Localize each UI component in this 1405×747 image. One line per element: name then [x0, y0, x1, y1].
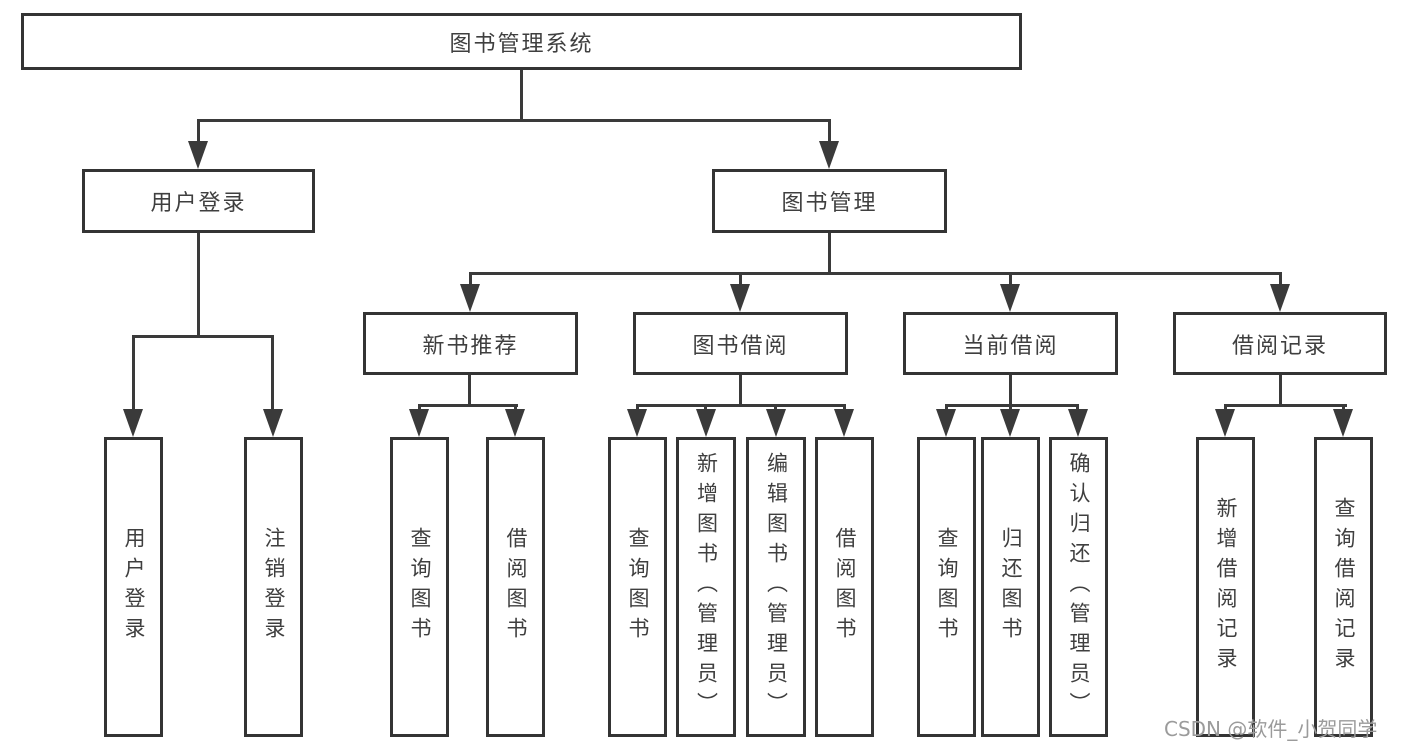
arrow-down-icon	[1215, 409, 1235, 437]
node-current-borrow: 当前借阅	[903, 312, 1118, 375]
arrow-down-icon	[1000, 409, 1020, 437]
arrow-down-icon	[1000, 284, 1020, 312]
connector-line	[1279, 272, 1282, 289]
connector-line	[132, 335, 135, 413]
arrow-down-icon	[766, 409, 786, 437]
leaf-query-borrow-record: 查询借阅记录	[1314, 437, 1373, 737]
node-book-management: 图书管理	[712, 169, 947, 233]
connector-line	[132, 335, 274, 338]
connector-line	[1342, 404, 1345, 413]
leaf-query-book-current: 查询图书	[917, 437, 976, 737]
leaf-borrow-book-recommend: 借阅图书	[486, 437, 545, 737]
node-root: 图书管理系统	[21, 13, 1022, 70]
connector-line	[704, 404, 707, 413]
connector-line	[197, 119, 200, 145]
arrow-down-icon	[1333, 409, 1353, 437]
node-user-login: 用户登录	[82, 169, 315, 233]
connector-line	[828, 233, 831, 275]
connector-line	[514, 404, 517, 413]
connector-line	[469, 272, 472, 289]
leaf-add-borrow-record: 新增借阅记录	[1196, 437, 1255, 737]
connector-line	[1009, 404, 1012, 413]
arrow-down-icon	[123, 409, 143, 437]
arrow-down-icon	[627, 409, 647, 437]
connector-line	[271, 335, 274, 413]
connector-line	[843, 404, 846, 413]
leaf-confirm-return-admin: 确认归还（管理员）	[1049, 437, 1108, 737]
connector-line	[197, 233, 200, 338]
connector-line	[1224, 404, 1227, 413]
connector-line	[636, 404, 639, 413]
leaf-borrow-book: 借阅图书	[815, 437, 874, 737]
arrow-down-icon	[936, 409, 956, 437]
node-book-borrow: 图书借阅	[633, 312, 848, 375]
leaf-logout-login: 注销登录	[244, 437, 303, 737]
arrow-down-icon	[696, 409, 716, 437]
leaf-edit-book-admin: 编辑图书（管理员）	[746, 437, 806, 737]
connector-line	[1009, 272, 1012, 289]
arrow-down-icon	[409, 409, 429, 437]
leaf-user-login: 用户登录	[104, 437, 163, 737]
connector-line	[418, 404, 421, 413]
csdn-watermark: CSDN @软件_小贺同学	[1164, 717, 1378, 741]
connector-line	[418, 404, 518, 407]
connector-line	[1279, 375, 1282, 407]
arrow-down-icon	[1270, 284, 1290, 312]
connector-line	[945, 404, 1079, 407]
leaf-add-book-admin: 新增图书（管理员）	[676, 437, 736, 737]
connector-line	[774, 404, 777, 413]
connector-line	[739, 272, 742, 289]
leaf-return-book: 归还图书	[981, 437, 1040, 737]
arrow-down-icon	[505, 409, 525, 437]
arrow-down-icon	[819, 141, 839, 169]
connector-line	[1224, 404, 1347, 407]
arrow-down-icon	[730, 284, 750, 312]
node-new-book-recommend: 新书推荐	[363, 312, 578, 375]
connector-line	[520, 70, 523, 122]
node-borrow-record: 借阅记录	[1173, 312, 1387, 375]
connector-line	[828, 119, 831, 145]
connector-line	[1076, 404, 1079, 413]
leaf-query-book-borrow: 查询图书	[608, 437, 667, 737]
connector-line	[197, 119, 831, 122]
connector-line	[636, 404, 846, 407]
connector-line	[469, 272, 1282, 275]
arrow-down-icon	[1068, 409, 1088, 437]
connector-line	[945, 404, 948, 413]
connector-line	[468, 375, 471, 407]
leaf-query-book-recommend: 查询图书	[390, 437, 449, 737]
connector-line	[1009, 375, 1012, 407]
arrow-down-icon	[263, 409, 283, 437]
arrow-down-icon	[460, 284, 480, 312]
connector-line	[739, 375, 742, 407]
arrow-down-icon	[834, 409, 854, 437]
arrow-down-icon	[188, 141, 208, 169]
